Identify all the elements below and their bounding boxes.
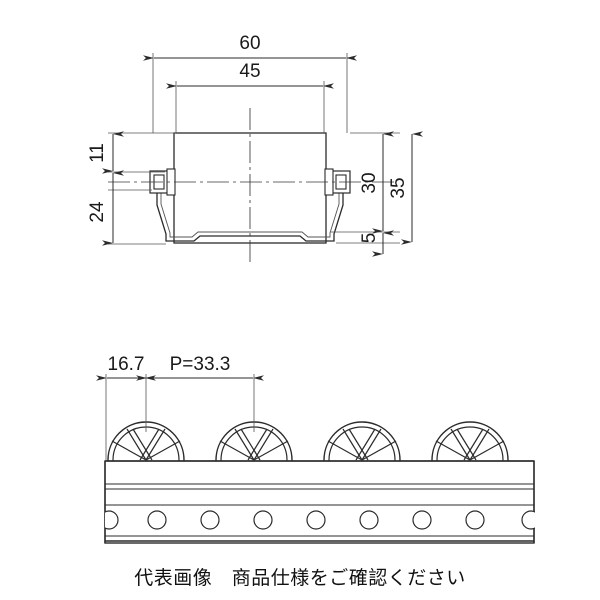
rail-hole — [465, 510, 485, 530]
rail-hole — [200, 510, 220, 530]
wheel — [107, 421, 185, 462]
dimension-35-label: 35 — [388, 177, 409, 198]
dimension-5-label: 5 — [359, 233, 380, 244]
dimension-16-7-label: 16.7 — [108, 354, 145, 375]
wheel-row — [107, 421, 509, 462]
rail-hole — [253, 510, 273, 530]
top-view-group — [108, 108, 395, 262]
dimension-11: 11 — [87, 131, 176, 174]
rail-hole — [147, 510, 167, 530]
dimension-11-label: 11 — [87, 143, 108, 163]
rail-hole — [306, 510, 326, 530]
dimension-60: 60 — [143, 33, 357, 133]
dimension-45: 45 — [166, 61, 334, 133]
bracket-frame-inner — [160, 178, 340, 238]
rail-hole — [105, 510, 119, 530]
dimension-pitch: P=33.3 — [136, 354, 264, 432]
rail-body — [104, 460, 535, 544]
dimension-35: 35 — [388, 131, 423, 245]
dimension-5: 5 — [336, 230, 400, 257]
wheel — [323, 421, 401, 462]
dimension-60-label: 60 — [239, 33, 260, 54]
dimension-45-label: 45 — [239, 61, 260, 82]
dimension-24-label: 24 — [87, 201, 108, 223]
dimension-30-label: 30 — [359, 172, 380, 193]
caption-text: 代表画像 商品仕様をご確認ください — [134, 567, 466, 589]
rail-hole — [412, 510, 432, 530]
dimension-pitch-label: P=33.3 — [170, 354, 231, 375]
rail-hole — [359, 510, 379, 530]
wheel — [431, 421, 509, 462]
dimension-30: 30 — [330, 131, 400, 234]
dimension-16-7: 16.7 — [96, 354, 156, 460]
rail-hole-row — [105, 510, 535, 530]
dimension-24: 24 — [87, 170, 166, 246]
rail-hole — [521, 510, 535, 530]
